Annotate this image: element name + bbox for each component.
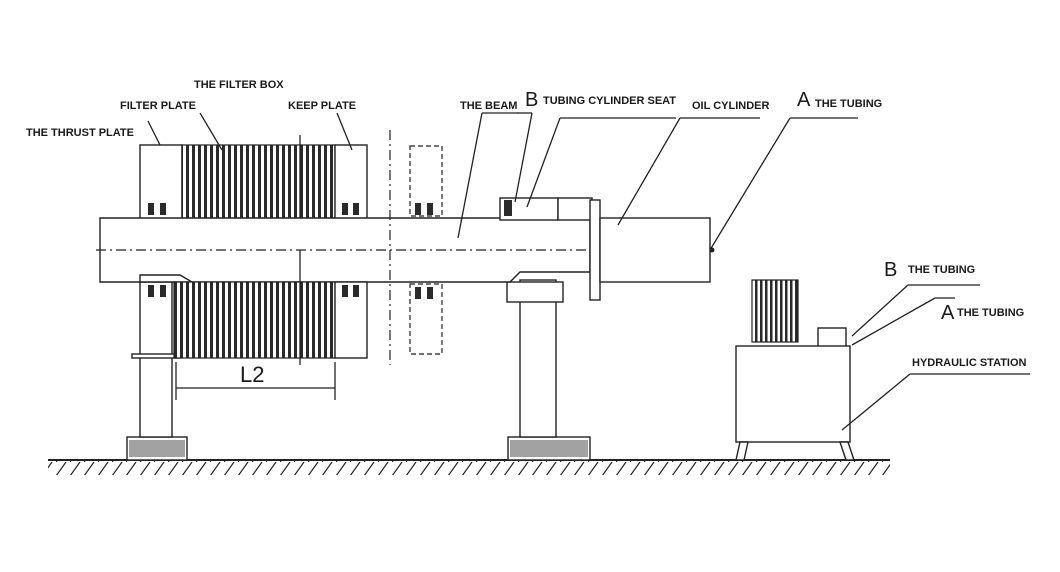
filter-plates-upper xyxy=(181,135,336,226)
left-leg xyxy=(131,279,181,438)
label-filter-plate: FILTER PLATE xyxy=(120,100,196,112)
label-dimension-l2: L2 xyxy=(240,362,264,387)
dimension-l2 xyxy=(175,362,336,400)
label-a-marker-2: A xyxy=(941,302,955,324)
right-leg xyxy=(506,279,564,438)
filter-plates-lower xyxy=(139,250,368,365)
label-tubing-cylinder-seat: TUBING CYLINDER SEAT xyxy=(543,95,676,107)
label-a-marker: A xyxy=(797,89,811,111)
label-hydraulic-station: HYDRAULIC STATION xyxy=(912,357,1027,369)
thrust-plate xyxy=(139,144,183,226)
ground xyxy=(48,459,890,475)
right-foot-base xyxy=(507,436,591,461)
label-beam: THE BEAM xyxy=(460,100,517,112)
label-b-marker-2: B xyxy=(884,259,897,281)
label-the-tubing-b: THE TUBING xyxy=(908,264,975,276)
label-keep-plate: KEEP PLATE xyxy=(288,100,356,112)
left-foot-base xyxy=(126,436,188,461)
hydraulic-station xyxy=(735,279,855,461)
phantom-plate xyxy=(389,130,443,365)
label-the-tubing-a: THE TUBING xyxy=(957,307,1024,319)
label-b-marker: B xyxy=(525,89,538,111)
label-oil-cylinder: OIL CYLINDER xyxy=(692,100,769,112)
keep-plate xyxy=(334,144,368,226)
oil-cylinder xyxy=(599,217,715,283)
leader-lines xyxy=(147,112,1030,431)
label-filter-box: THE FILTER BOX xyxy=(194,79,284,91)
label-thrust-plate: THE THRUST PLATE xyxy=(26,127,134,139)
label-the-tubing-top: THE TUBING xyxy=(815,98,882,110)
